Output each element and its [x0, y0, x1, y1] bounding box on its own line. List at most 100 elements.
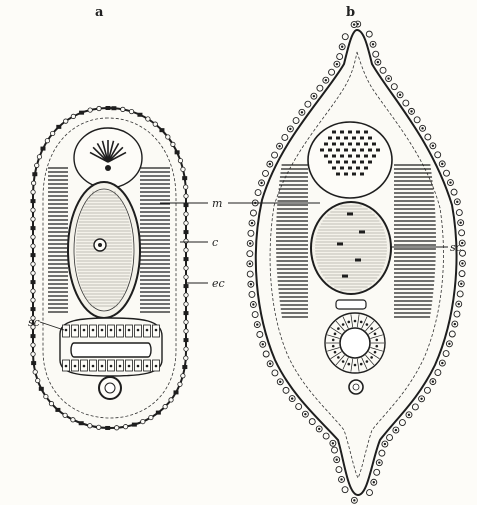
b-upper-cell: [352, 173, 356, 176]
a-rim-cell-light: [184, 293, 188, 297]
b-lower-cell-nucleus: [354, 320, 357, 323]
a-ray-center: [105, 165, 111, 171]
b-rim-cell: [247, 251, 253, 257]
a-rim-cell-light: [36, 378, 40, 382]
a-rim-cell-light: [123, 424, 127, 428]
a-lower-cell-nucleus: [110, 329, 113, 332]
b-rim-cell: [449, 331, 455, 337]
a-rim-cell-light: [184, 320, 188, 324]
b-upper-cell: [356, 155, 360, 158]
b-upper-cell: [356, 131, 360, 134]
a-rim-cell-light: [184, 356, 188, 360]
b-lower-cell-nucleus: [375, 345, 378, 348]
b-upper-cell: [360, 161, 364, 164]
b-lower-cell-nucleus: [337, 327, 340, 330]
b-upper-cell: [376, 149, 380, 152]
a-lower-cell-nucleus: [83, 365, 86, 368]
b-rim-cell: [255, 190, 261, 196]
b-rim-cell: [342, 34, 348, 40]
b-rim-cell: [272, 370, 278, 376]
a-rim-cell-light: [31, 262, 35, 266]
a-rim-cell-light: [121, 107, 125, 111]
b-upper-cell: [360, 149, 364, 152]
b-rim-cell: [403, 100, 409, 106]
b-rim-cell-nucleus: [340, 478, 342, 480]
a-lower-cell-nucleus: [74, 365, 77, 368]
b-upper-cell: [324, 155, 328, 158]
b-rim-cell-nucleus: [262, 343, 264, 345]
a-rim-cell-dark: [111, 106, 116, 110]
b-rim-cell-nucleus: [395, 429, 397, 431]
a-rim-cell-dark: [182, 365, 187, 369]
b-rim-cell: [305, 101, 311, 107]
b-upper-cell: [372, 143, 376, 146]
b-rim-cell: [373, 51, 379, 57]
a-rim-cell-light: [64, 119, 68, 123]
a-rim-cell-dark: [184, 230, 189, 234]
b-rim-cell-nucleus: [378, 461, 380, 463]
b-rim-cell: [309, 419, 315, 425]
a-rim-cell-light: [31, 235, 35, 239]
a-rim-cell-light: [50, 131, 54, 135]
a-rim-cell-light: [184, 212, 188, 216]
b-upper-cell: [340, 155, 344, 158]
b-rim-cell: [380, 67, 386, 73]
a-lower-cell-nucleus: [119, 365, 122, 368]
b-rim-cell-nucleus: [387, 77, 389, 79]
a-rim-cell-light: [33, 370, 37, 374]
b-upper-cell: [360, 173, 364, 176]
a-lower-lumen: [71, 343, 151, 357]
b-rim-cell-nucleus: [251, 222, 253, 224]
b-upper-cell: [340, 167, 344, 170]
b-lower-cell-nucleus: [374, 351, 377, 354]
b-rim-cell-nucleus: [304, 413, 306, 415]
a-rim-cell-dark: [156, 411, 161, 415]
b-rim-cell-nucleus: [384, 443, 386, 445]
b-lower-lumen: [340, 328, 370, 358]
a-lower-cell-nucleus: [119, 329, 122, 332]
b-upper-cell: [332, 131, 336, 134]
b-upper-cell: [368, 137, 372, 140]
a-rim-cell-light: [44, 394, 48, 398]
a-lower-cell-nucleus: [146, 365, 149, 368]
b-rim-cell: [247, 271, 253, 277]
a-rim-cell-light: [71, 418, 75, 422]
a-rim-cell-dark: [31, 307, 36, 311]
b-rim-cell-nucleus: [249, 242, 251, 244]
b-rim-cell-nucleus: [249, 263, 251, 265]
a-rim-cell-light: [31, 244, 35, 248]
label-sc-left: sc: [28, 316, 40, 329]
b-lower-cell-nucleus: [360, 321, 363, 324]
a-lower-cell-nucleus: [101, 329, 104, 332]
b-lower-cell-nucleus: [332, 345, 335, 348]
b-rim-cell-nucleus: [432, 380, 434, 382]
b-upper-cell: [352, 149, 356, 152]
a-rim-cell-light: [166, 135, 170, 139]
b-rim-cell-nucleus: [441, 163, 443, 165]
b-lower-cell-nucleus: [348, 321, 351, 324]
b-rim-cell-nucleus: [341, 46, 343, 48]
b-lower-cell-nucleus: [375, 339, 378, 342]
a-rim-cell-light: [181, 167, 185, 171]
b-upper-cell: [332, 167, 336, 170]
b-lower-cell-nucleus: [334, 351, 337, 354]
b-rim-cell-nucleus: [313, 95, 315, 97]
b-bottom-ring-inner: [353, 384, 359, 390]
a-rim-cell-dark: [40, 147, 45, 151]
b-rim-cell-nucleus: [250, 283, 252, 285]
a-rim-cell-dark: [184, 257, 189, 261]
b-upper-cell: [348, 167, 352, 170]
b-upper-cell: [328, 161, 332, 164]
a-rim-cell-light: [169, 398, 173, 402]
b-rim-cell: [336, 467, 342, 473]
b-upper-cell: [368, 149, 372, 152]
a-rim-cell-dark: [184, 203, 189, 207]
b-upper-cell: [348, 155, 352, 158]
a-rim-cell-dark: [174, 390, 179, 394]
a-rim-cell-light: [49, 401, 53, 405]
b-rim-cell-nucleus: [260, 182, 262, 184]
a-rim-cell-dark: [106, 106, 111, 110]
b-rim-cell-nucleus: [410, 110, 412, 112]
specimen-a: [31, 106, 189, 430]
b-upper-cell: [344, 173, 348, 176]
